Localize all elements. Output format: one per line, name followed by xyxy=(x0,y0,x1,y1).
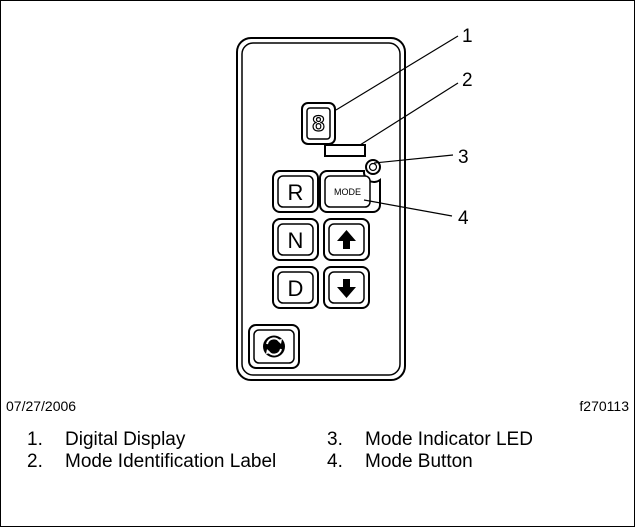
shift-selector-diagram: 8 R MODE N D xyxy=(236,26,473,381)
callout-3: 3 xyxy=(458,147,469,168)
legend-text: Digital Display xyxy=(65,429,186,450)
leader-line-1 xyxy=(335,35,459,111)
legend-text: Mode Identification Label xyxy=(65,451,277,472)
legend-item: 2. Mode Identification Label xyxy=(27,451,297,473)
reverse-label: R xyxy=(288,180,304,205)
up-arrow-icon xyxy=(337,230,356,249)
mode-label: MODE xyxy=(334,187,361,197)
legend-number: 2. xyxy=(27,451,43,472)
up-arrow-button[interactable] xyxy=(323,218,370,261)
legend-number: 3. xyxy=(327,429,343,450)
legend-number: 1. xyxy=(27,429,43,450)
drive-button[interactable]: D xyxy=(272,266,319,309)
legend-item: 4. Mode Button xyxy=(327,451,627,473)
legend-item: 1. Digital Display xyxy=(27,429,297,451)
leader-line-4 xyxy=(363,199,453,217)
callout-1: 1 xyxy=(462,26,473,47)
legend-left-column: 1. Digital Display 2. Mode Identificatio… xyxy=(27,429,297,473)
leader-line-2 xyxy=(359,82,459,146)
neutral-label: N xyxy=(288,228,304,253)
figure-id: f270113 xyxy=(579,398,629,414)
legend-text: Mode Button xyxy=(365,451,473,472)
legend-right-column: 3. Mode Indicator LED 4. Mode Button xyxy=(327,429,627,473)
neutral-button[interactable]: N xyxy=(272,218,319,261)
mode-identification-label xyxy=(324,144,366,157)
diagnostic-button[interactable] xyxy=(248,324,300,369)
figure-date: 07/27/2006 xyxy=(6,398,77,414)
legend-text: Mode Indicator LED xyxy=(365,429,533,450)
down-arrow-icon xyxy=(337,279,356,298)
drive-label: D xyxy=(288,276,304,301)
legend-item: 3. Mode Indicator LED xyxy=(327,429,627,451)
digital-display: 8 xyxy=(301,102,336,145)
callout-4: 4 xyxy=(458,208,469,229)
mode-button[interactable]: MODE xyxy=(319,170,381,213)
leader-line-3 xyxy=(373,154,454,164)
selector-housing-inner xyxy=(241,42,401,376)
circular-arrows-icon xyxy=(263,335,285,358)
callout-2: 2 xyxy=(462,70,473,91)
down-arrow-button[interactable] xyxy=(323,266,370,309)
display-glyph: 8 xyxy=(312,111,324,136)
legend-number: 4. xyxy=(327,451,343,472)
mode-indicator-led xyxy=(365,159,381,175)
reverse-button[interactable]: R xyxy=(272,170,319,213)
